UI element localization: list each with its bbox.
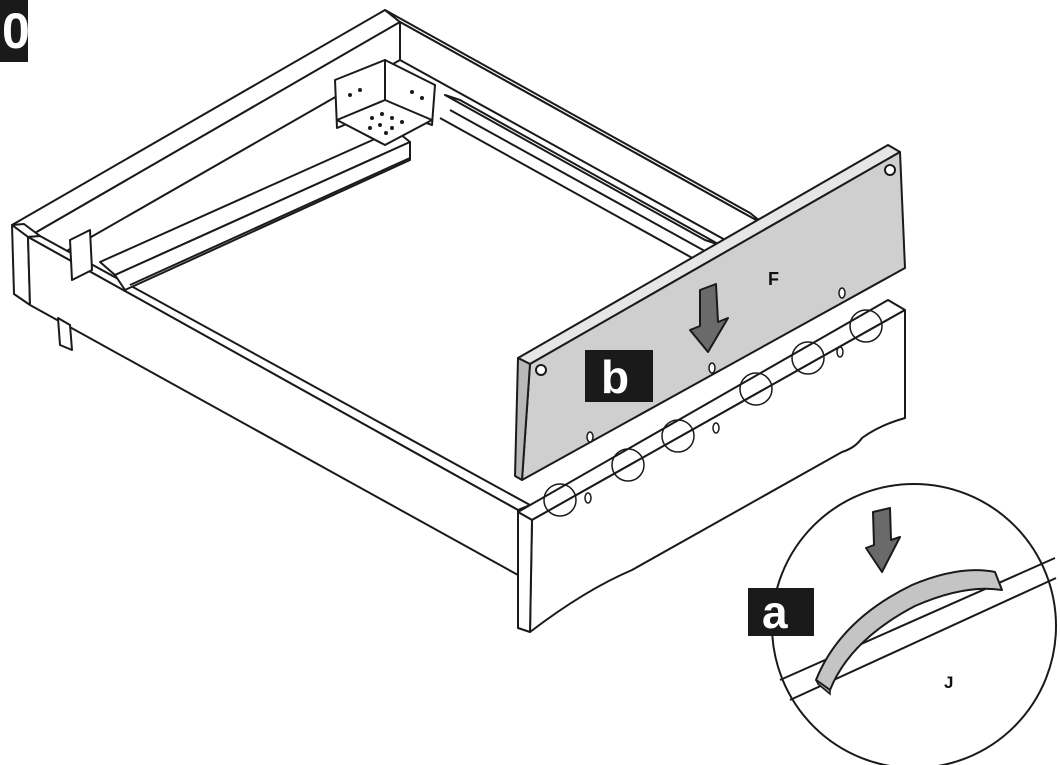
front-board-end — [517, 511, 533, 633]
detail-circle — [771, 483, 1057, 765]
tag-b-letter: b — [601, 351, 629, 403]
right-side-inner — [399, 21, 766, 263]
dowel-pins — [584, 346, 844, 504]
panel-label-f: F — [768, 269, 779, 289]
left-runner-edge — [129, 157, 411, 286]
tag-a-letter: a — [762, 586, 788, 638]
dowel-j-face — [815, 679, 831, 696]
bracket-holes — [348, 88, 424, 135]
screw-hole-right — [884, 164, 896, 176]
tag-a: a — [748, 586, 814, 638]
panel-f-end — [514, 357, 531, 481]
screw-hole-left — [535, 364, 547, 376]
front-board — [517, 299, 906, 633]
dowel-hole-markers — [543, 309, 883, 517]
right-runner — [444, 94, 721, 246]
right-runner-line-2 — [439, 117, 706, 266]
detail-down-arrow-icon — [865, 507, 901, 573]
step-badge: 0 — [0, 0, 30, 62]
drawer-frame — [11, 9, 766, 576]
corner-bracket-base — [336, 99, 433, 146]
dowel-label-j: J — [944, 673, 953, 692]
dowel-j — [815, 569, 1003, 691]
front-board-face — [529, 309, 906, 633]
detail-callout: J — [771, 483, 1057, 765]
step-number: 0 — [2, 3, 30, 59]
front-rail-face — [27, 236, 519, 576]
left-bracket — [69, 229, 93, 281]
right-runner-line — [449, 109, 713, 256]
down-arrow-icon — [689, 283, 729, 353]
tag-b: b — [585, 350, 653, 403]
left-leg — [57, 317, 73, 351]
front-rail-top — [27, 235, 531, 511]
left-runner-face — [114, 141, 411, 291]
